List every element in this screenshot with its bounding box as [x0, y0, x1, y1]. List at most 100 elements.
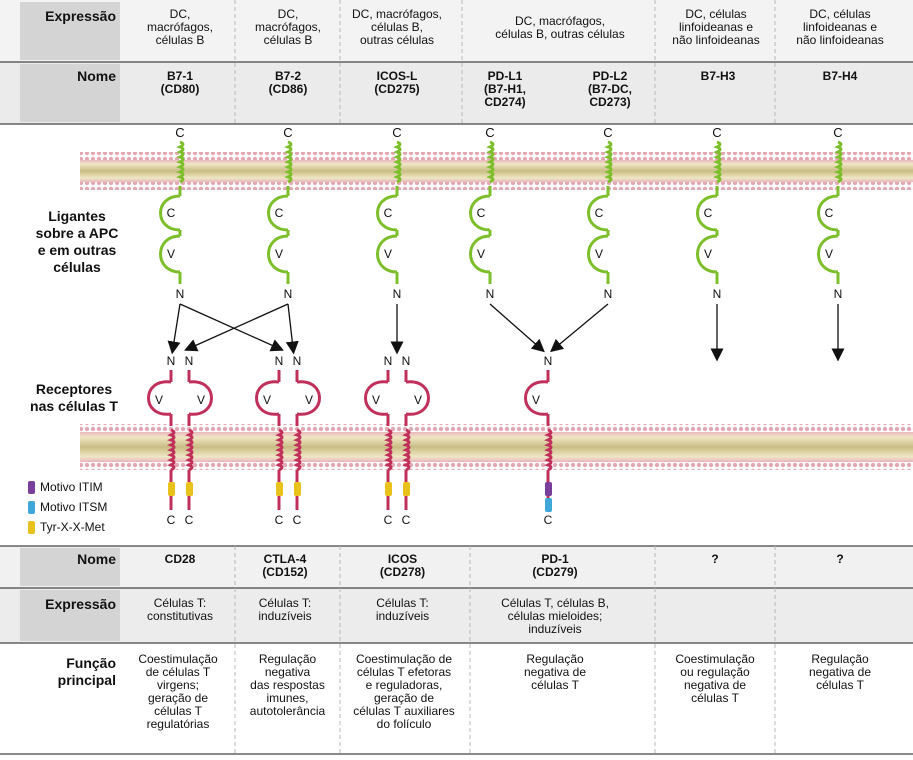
ligand-n-terminus: N: [604, 287, 613, 301]
ligand-c-domain: [696, 194, 718, 232]
ligand-c-domain-label: C: [477, 206, 486, 220]
receptor-motif: [294, 482, 301, 496]
bottom-name-header: Nome: [77, 551, 116, 567]
receptor-name-ctla4: CTLA-4 (CD152): [262, 552, 308, 579]
receptor-v-domain-label: V: [197, 393, 205, 407]
bottom-table-name-row: [0, 546, 913, 588]
receptor-expression-icos: Células T: induzíveis: [375, 596, 430, 623]
ligands-side-label: Ligantes sobre a APC e em outras células: [22, 206, 132, 278]
receptor-n-terminus: N: [167, 354, 176, 368]
ligand-v-domain-label: V: [595, 247, 603, 261]
ligand-c-domain: [469, 194, 491, 232]
receptor-function-pd1: Regulação negativa de células T: [523, 652, 587, 692]
receptor-function-unknown-2: Regulação negativa de células T: [808, 652, 872, 692]
receptor-v-domain: [188, 380, 213, 416]
bottom-table-function-row: [0, 643, 913, 755]
receptor-name-unknown-2: ?: [836, 552, 844, 566]
ligand-transmembrane-helix: [284, 140, 293, 184]
receptor-function-unknown-1: Coestimulação ou regulação negativa de c…: [675, 652, 755, 705]
receptor-n-terminus: N: [293, 354, 302, 368]
receptor-v-domain: [405, 380, 430, 416]
ligand-v-domain: [469, 234, 491, 274]
receptor-function-cd28: Coestimulação de células T virgens; gera…: [138, 652, 218, 731]
receptor-motif: [545, 482, 552, 496]
ligand-c-domain-label: C: [825, 206, 834, 220]
ligand-v-domain: [376, 234, 398, 274]
ligand-n-terminus: N: [393, 287, 402, 301]
receptor-c-terminus: C: [185, 513, 194, 527]
binding-arrow: [184, 303, 289, 352]
receptor-c-terminus: C: [293, 513, 302, 527]
receptor-v-domain-label: V: [414, 393, 422, 407]
t-cell-membrane: [80, 424, 913, 470]
ligand-transmembrane-helix: [604, 140, 613, 184]
top-expression-cell-5: DC, células linfoideanas e não linfoidea…: [672, 7, 760, 47]
ligand-v-domain-label: V: [704, 247, 712, 261]
ligand-c-domain-label: C: [275, 206, 284, 220]
ligand-c-domain: [267, 194, 289, 232]
ligand-transmembrane-helix: [176, 140, 185, 184]
receptor-motif: [186, 482, 193, 496]
receptor-expression-cd28: Células T: constitutivas: [146, 596, 214, 623]
ligand-n-terminus: N: [176, 287, 185, 301]
legend-itsm-swatch: [28, 500, 35, 514]
ligand-name-pd-l1: PD-L1 (B7-H1, CD274): [483, 69, 526, 109]
receptor-c-terminus: C: [402, 513, 411, 527]
receptor-v-domain-label: V: [155, 393, 163, 407]
ligand-c-terminus: C: [485, 125, 494, 140]
ligand-c-terminus: C: [712, 125, 721, 140]
receptor-motif: [545, 498, 552, 512]
ligand-transmembrane-helix: [393, 140, 402, 184]
ligand-n-terminus: N: [713, 287, 722, 301]
legend-itsm: Motivo ITSM: [28, 500, 107, 514]
legend-tyr-label: Tyr-X-X-Met: [40, 520, 105, 534]
top-expression-cell-6: DC, células linfoideanas e não linfoidea…: [796, 7, 884, 47]
legend-tyr-swatch: [28, 520, 35, 534]
ligand-c-domain: [587, 194, 609, 232]
receptor-expression-ctla4: Células T: induzíveis: [258, 596, 312, 623]
receptor-c-terminus: C: [544, 513, 553, 527]
receptor-transmembrane-helix: [402, 428, 411, 472]
ligand-c-domain-label: C: [704, 206, 713, 220]
receptor-chain: N V C: [147, 354, 176, 527]
receptor-expression-pd1: Células T, células B, células mieloides;…: [501, 596, 609, 636]
binding-arrow: [549, 303, 609, 353]
receptor-chain: NVC: [402, 354, 430, 527]
receptor-v-domain: [147, 380, 172, 416]
receptors-side-label: Receptores nas células T: [18, 379, 130, 417]
ligand-name-b7-h4: B7-H4: [822, 69, 858, 83]
receptor-c-terminus: C: [384, 513, 393, 527]
receptor-function-icos: Coestimulação de células T efetoras e re…: [353, 652, 455, 731]
receptor-c-terminus: C: [167, 513, 176, 527]
receptor-motif: [276, 482, 283, 496]
receptor-transmembrane-helix: [544, 428, 553, 472]
receptor-name-icos: ICOS (CD278): [379, 552, 426, 579]
receptor-chain: NVC: [255, 354, 284, 527]
ligand-c-domain: [159, 194, 181, 232]
receptor-transmembrane-helix: [384, 428, 393, 472]
ligand-n-terminus: N: [284, 287, 293, 301]
binding-arrow: [285, 303, 299, 355]
ligand-v-domain-label: V: [825, 247, 833, 261]
ligand-v-domain-label: V: [477, 247, 485, 261]
ligand-c-domain: [817, 194, 839, 232]
receptor-v-domain-label: V: [372, 393, 380, 407]
ligand-c-domain-label: C: [595, 206, 604, 220]
receptor-n-terminus: N: [185, 354, 194, 368]
ligand-v-domain-label: V: [167, 247, 175, 261]
receptor-chain: NVC: [364, 354, 393, 527]
top-table-expression-row: [0, 0, 913, 62]
receptor-v-domain-label: V: [532, 393, 540, 407]
ligand-v-domain: [817, 234, 839, 274]
receptor-name-cd28: CD28: [164, 552, 196, 566]
receptor-transmembrane-helix: [293, 428, 302, 472]
ligand-n-terminus: N: [834, 287, 843, 301]
ligand-v-domain: [587, 234, 609, 274]
legend-tyr: Tyr-X-X-Met: [28, 520, 105, 534]
